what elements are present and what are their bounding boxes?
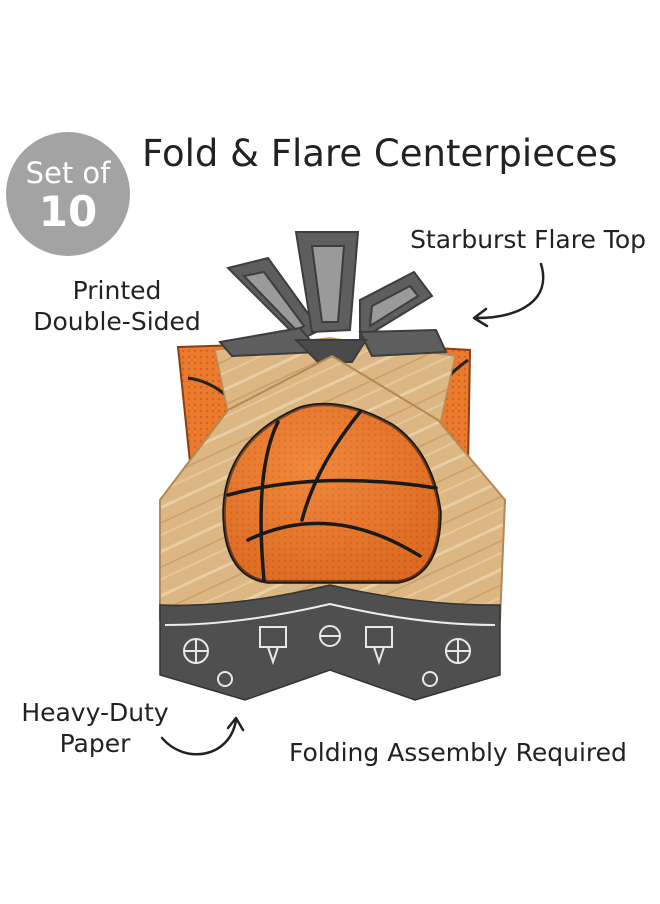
callout-folding-assembly: Folding Assembly Required bbox=[289, 738, 627, 767]
callout-printed-line2: Double-Sided bbox=[33, 307, 201, 336]
starburst-flare-icon bbox=[218, 231, 448, 363]
basketball-icon bbox=[222, 402, 442, 584]
callout-printed: Printed Double-Sided bbox=[28, 275, 206, 337]
callout-heavy-duty: Heavy-Duty Paper bbox=[12, 697, 178, 759]
badge-label: Set of bbox=[25, 156, 111, 190]
badge-count: 10 bbox=[38, 187, 98, 236]
curved-arrow-icon bbox=[472, 262, 545, 328]
set-count-badge: Set of 10 bbox=[6, 132, 130, 256]
callout-heavy-line1: Heavy-Duty bbox=[21, 698, 169, 727]
callout-starburst-top: Starburst Flare Top bbox=[410, 225, 646, 254]
callout-heavy-line2: Paper bbox=[59, 729, 131, 758]
curved-arrow-icon bbox=[160, 716, 245, 756]
bottom-band bbox=[159, 584, 501, 701]
callout-printed-line1: Printed bbox=[72, 276, 162, 305]
page-title: Fold & Flare Centerpieces bbox=[142, 132, 618, 175]
